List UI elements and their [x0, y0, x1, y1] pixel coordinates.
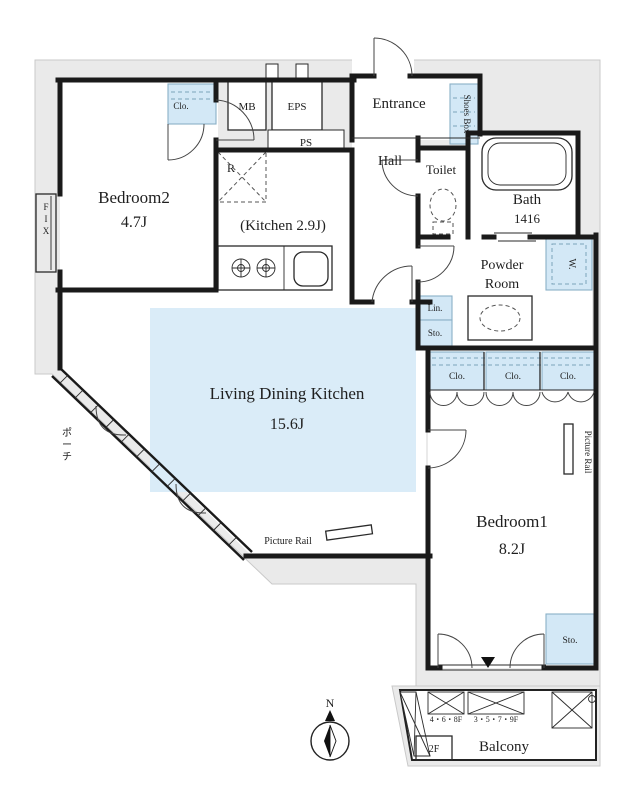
- north-arrow-icon: [325, 710, 335, 721]
- picture-rail-bar-bedroom1: [563, 423, 574, 475]
- bedroom2-closet-label: Clo.: [173, 101, 188, 111]
- bedroom1-balcony-doors: [437, 633, 545, 669]
- picture-rail-bar-ldk: [324, 524, 374, 541]
- washbasin: [467, 295, 533, 341]
- toilet-door: [381, 159, 419, 197]
- ac-unit-1: [427, 691, 465, 715]
- ac-unit-2: [467, 691, 525, 715]
- powder-room-label-2: Room: [485, 277, 519, 292]
- kitchen-sink: [293, 251, 329, 287]
- toilet-fixture: [429, 188, 457, 235]
- ldk-label: Living Dining Kitchen: [210, 384, 365, 403]
- porch-label: ポーチ: [62, 427, 72, 463]
- bedroom2-closet-door: [167, 123, 205, 161]
- windows: [35, 193, 546, 671]
- floors-468-label: 4・6・8F: [430, 715, 463, 724]
- bath-label: Bath: [513, 192, 542, 208]
- shaded-areas: [150, 83, 595, 665]
- second-floor-step: [415, 735, 453, 761]
- door-direction-marker: [481, 657, 495, 668]
- powder-room-label-1: Powder: [481, 258, 524, 273]
- bedroom1-balcony-window: [438, 664, 546, 671]
- bedroom2-size: 4.7J: [121, 214, 147, 231]
- ldk-size: 15.6J: [270, 416, 304, 433]
- casement-window-arc-2: [175, 483, 207, 514]
- shoes-box-label: Shoes Box: [462, 95, 472, 134]
- refrigerator-label: R: [227, 161, 235, 175]
- bath-floor: [470, 132, 578, 237]
- labels: Bedroom2 4.7J Clo. MB EPS PS Entrance Sh…: [43, 95, 593, 755]
- storage-small-label: Sto.: [428, 328, 442, 338]
- casement-window-arc-1: [95, 405, 127, 436]
- compass: [310, 710, 350, 761]
- kitchen-label: (Kitchen 2.9J): [240, 218, 326, 234]
- pipe-space-label: PS: [300, 137, 312, 149]
- eps-label: EPS: [288, 101, 307, 113]
- entrance-label: Entrance: [372, 96, 426, 112]
- hall-floor: [352, 140, 418, 302]
- diagonal-window-band: [51, 367, 253, 561]
- closet-1-label: Clo.: [449, 372, 465, 382]
- bedroom1-label: Bedroom1: [476, 512, 548, 531]
- washer-label: W.: [566, 258, 577, 269]
- bedroom2-label: Bedroom2: [98, 188, 170, 207]
- hall-label: Hall: [378, 154, 402, 169]
- bedroom1-size: 8.2J: [499, 541, 525, 558]
- balcony-partition-hatch: [399, 691, 431, 757]
- closet-3-label: Clo.: [560, 372, 576, 382]
- balcony-details: [398, 689, 597, 761]
- bathtub: [481, 137, 573, 191]
- picture-rail-label-ldk: Picture Rail: [264, 536, 312, 547]
- bedroom2-door: [215, 99, 255, 141]
- ldk-door: [371, 265, 413, 303]
- meter-box-label: MB: [238, 101, 255, 113]
- closet-hanger-arcs: [429, 391, 595, 406]
- bedroom1-door: [427, 429, 467, 469]
- powder-room-door: [417, 245, 455, 283]
- storage-bedroom1: [545, 613, 595, 665]
- picture-rail-label-right: Picture Rail: [583, 431, 593, 474]
- drain-cap: [588, 695, 596, 703]
- floors-3579-label: 3・5・7・9F: [474, 715, 519, 724]
- closet-2-label: Clo.: [505, 372, 521, 382]
- storage-bedroom1-label: Sto.: [562, 636, 577, 646]
- service-boxes: [227, 63, 345, 151]
- linen-label: Lin.: [428, 303, 443, 313]
- second-floor-label: 2F: [429, 744, 440, 755]
- balcony-railing: [398, 689, 597, 761]
- ac-unit-3: [551, 691, 593, 729]
- entrance-door: [373, 37, 413, 77]
- north-label: N: [326, 696, 335, 710]
- entrance-door-notch: [352, 20, 414, 78]
- bath-size: 1416: [514, 211, 541, 226]
- fix-window: [35, 193, 57, 273]
- gas-stove: [231, 258, 276, 278]
- storage-small: [417, 319, 453, 347]
- partitions: [352, 137, 594, 391]
- balcony-label: Balcony: [479, 739, 529, 755]
- ldk-shade: [150, 308, 416, 492]
- walls: [55, 73, 599, 671]
- doors: [167, 37, 595, 669]
- toilet-label: Toilet: [426, 162, 457, 177]
- bedroom2-closet: [167, 83, 217, 125]
